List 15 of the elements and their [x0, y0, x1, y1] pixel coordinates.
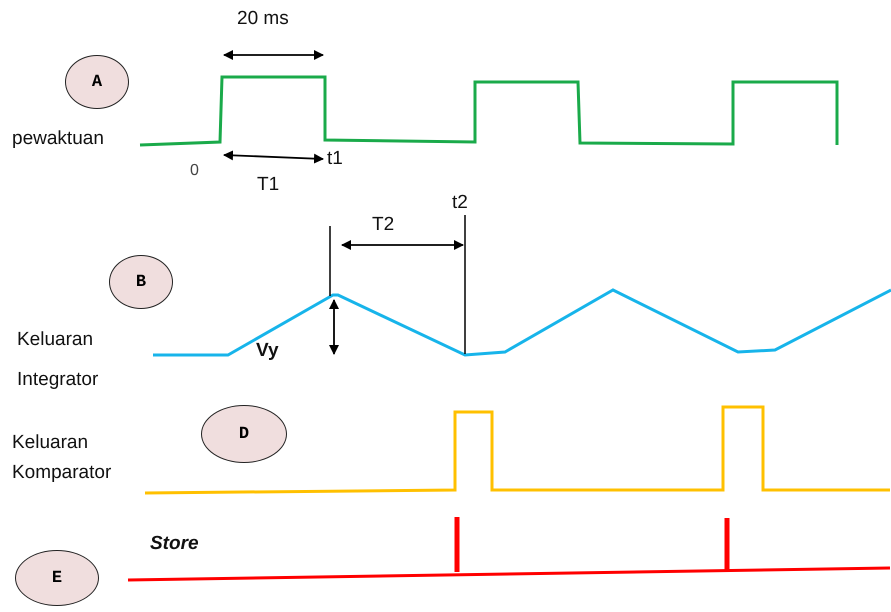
time-label: 0 [190, 162, 199, 180]
signal-circle: D [201, 405, 287, 463]
signal-circle: E [15, 550, 99, 606]
time-label: t2 [452, 192, 468, 214]
voltage-label: Vy [256, 340, 279, 362]
interval-label: T1 [257, 174, 280, 196]
signal-label: Store [150, 533, 199, 555]
duration-label: 20 ms [237, 8, 289, 30]
time-label: t1 [327, 148, 343, 170]
signal-circle: B [109, 255, 173, 309]
signal-label: Keluaran Integrator [17, 328, 100, 392]
interval-label: T2 [372, 214, 394, 236]
signal-label: Keluaran Komparator [12, 431, 112, 485]
signal-circle: A [65, 55, 129, 109]
signal-label: pewaktuan [12, 128, 104, 150]
